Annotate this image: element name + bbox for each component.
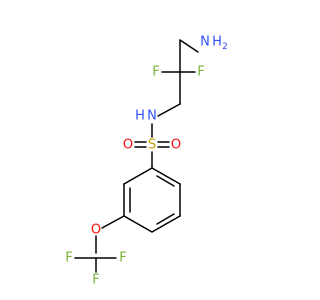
atom-f-right: F <box>197 65 204 80</box>
ring-bond-1 <box>151 167 181 185</box>
molecule-structure: N H 2 F F N H S O O O F F F <box>65 35 228 288</box>
atom-o-left: O <box>123 138 133 153</box>
atom-h-sulfonamide: H <box>135 109 145 124</box>
ring-bond-6 <box>123 167 153 185</box>
bonds <box>74 39 199 273</box>
atom-f-cf3-right: F <box>119 251 126 266</box>
bond-ch2b-nh <box>157 103 181 117</box>
atom-sulfur: S <box>148 138 156 153</box>
atom-h-amine: H <box>212 35 222 50</box>
atom-o-ether: O <box>91 223 101 238</box>
atom-n-amine: N <box>200 35 210 50</box>
bond-nh2-ch2 <box>179 39 199 53</box>
ring-inner-2 <box>156 213 175 225</box>
atom-f-cf3-left: F <box>65 251 72 266</box>
atom-h-subscript: 2 <box>222 42 228 52</box>
ring-inner-1 <box>156 175 175 187</box>
atom-f-left: F <box>152 65 159 80</box>
ring-bond-4 <box>123 215 153 233</box>
atom-o-right: O <box>171 138 181 153</box>
atom-n-sulfonamide: N <box>147 109 157 124</box>
atom-labels: N H 2 F F N H S O O O F F F <box>65 35 228 288</box>
atom-f-cf3-bottom: F <box>92 273 99 288</box>
ring-bond-3 <box>151 215 181 233</box>
bond-ring-o <box>101 215 125 229</box>
